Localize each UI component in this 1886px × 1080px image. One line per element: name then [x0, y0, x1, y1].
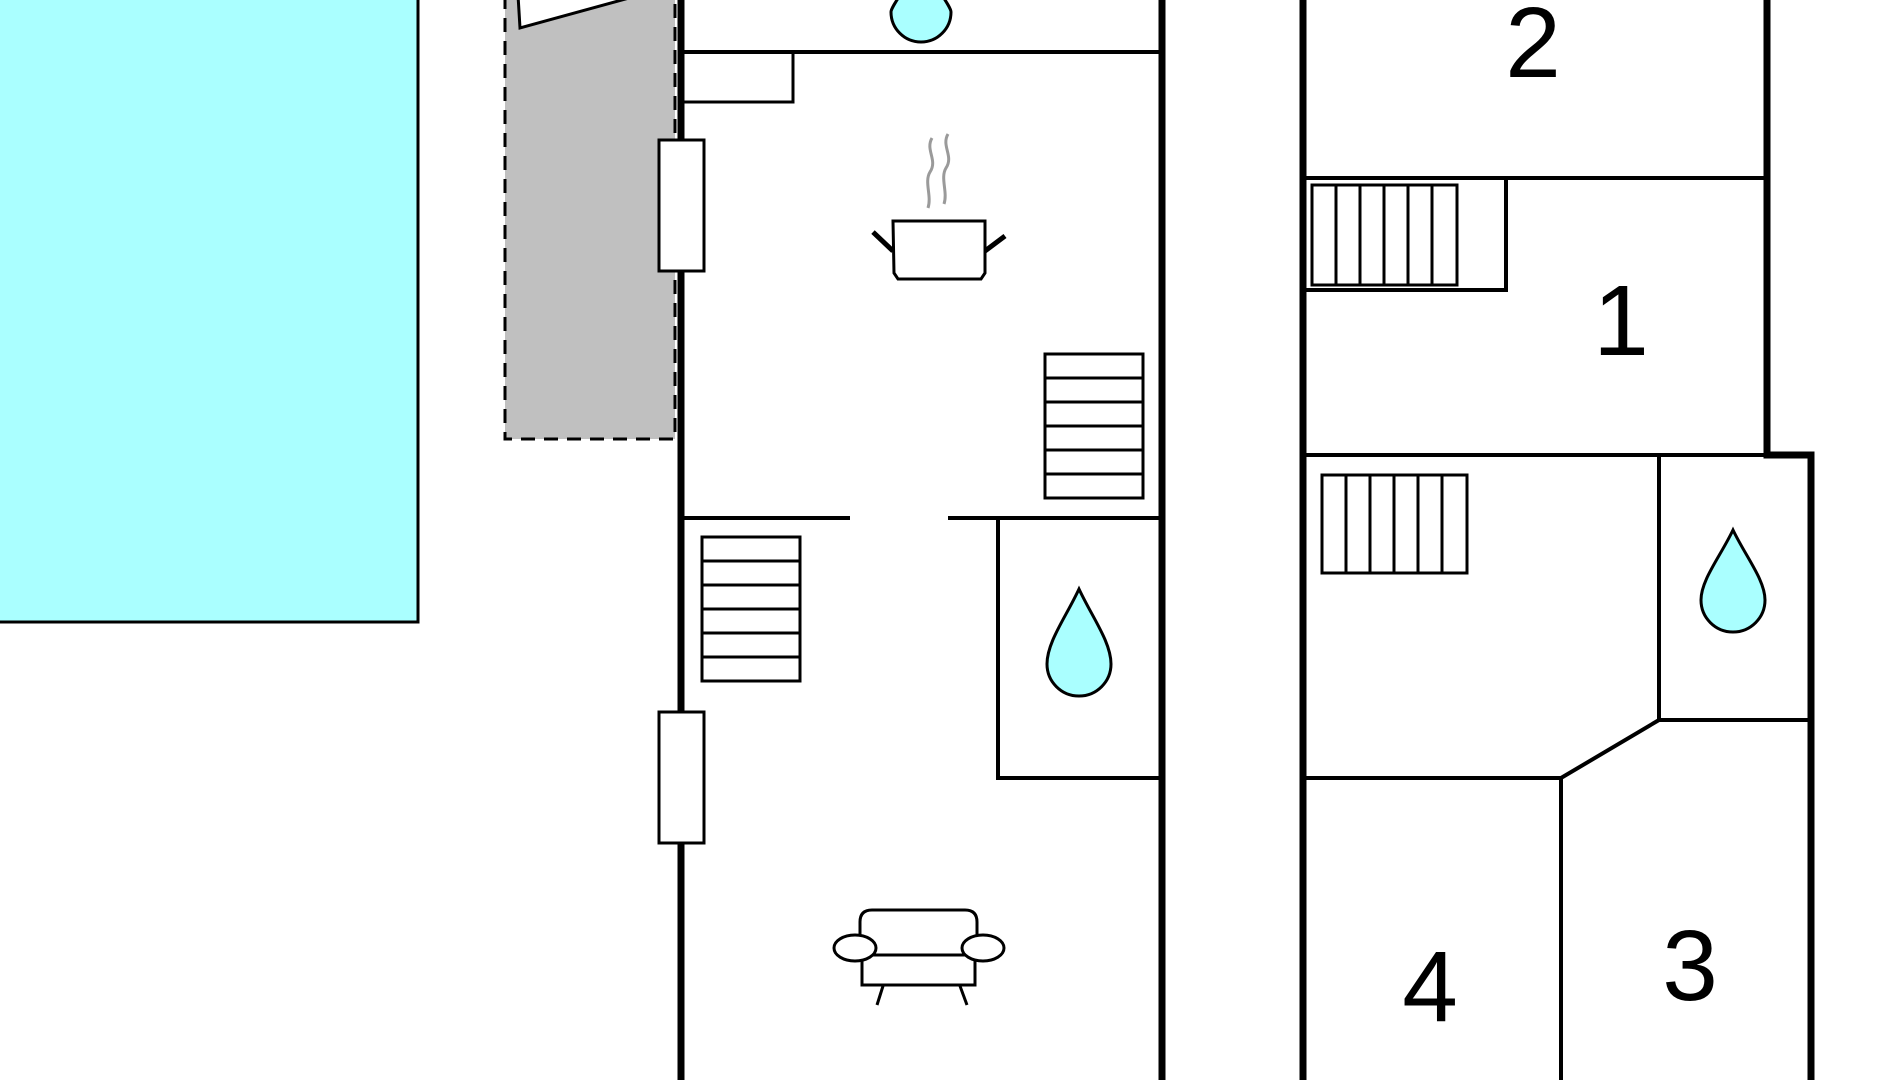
- room-number-1: 1: [1593, 265, 1649, 377]
- sofa-icon: [832, 908, 1006, 1006]
- swimming-pool: [0, 0, 420, 624]
- ground-floor: [657, 0, 1166, 1080]
- water-drop-icon: [1045, 585, 1113, 698]
- stairs-icon: [700, 535, 802, 683]
- window: [657, 710, 706, 845]
- terrace: [503, 0, 677, 441]
- cooking-pot-icon: [871, 133, 1007, 281]
- water-drop-icon: [889, 0, 953, 44]
- stairs-icon: [1043, 352, 1145, 500]
- room-number-3: 3: [1662, 910, 1718, 1022]
- water-drop-icon: [1699, 526, 1767, 634]
- stairs-icon: [1305, 180, 1508, 292]
- window: [657, 138, 706, 273]
- room-number-2: 2: [1505, 0, 1561, 99]
- stairs-icon: [1320, 473, 1469, 575]
- terrace-door: [516, 0, 628, 30]
- upper-floor: 2 1 3 4: [1299, 0, 1815, 1080]
- room-number-4: 4: [1402, 931, 1458, 1043]
